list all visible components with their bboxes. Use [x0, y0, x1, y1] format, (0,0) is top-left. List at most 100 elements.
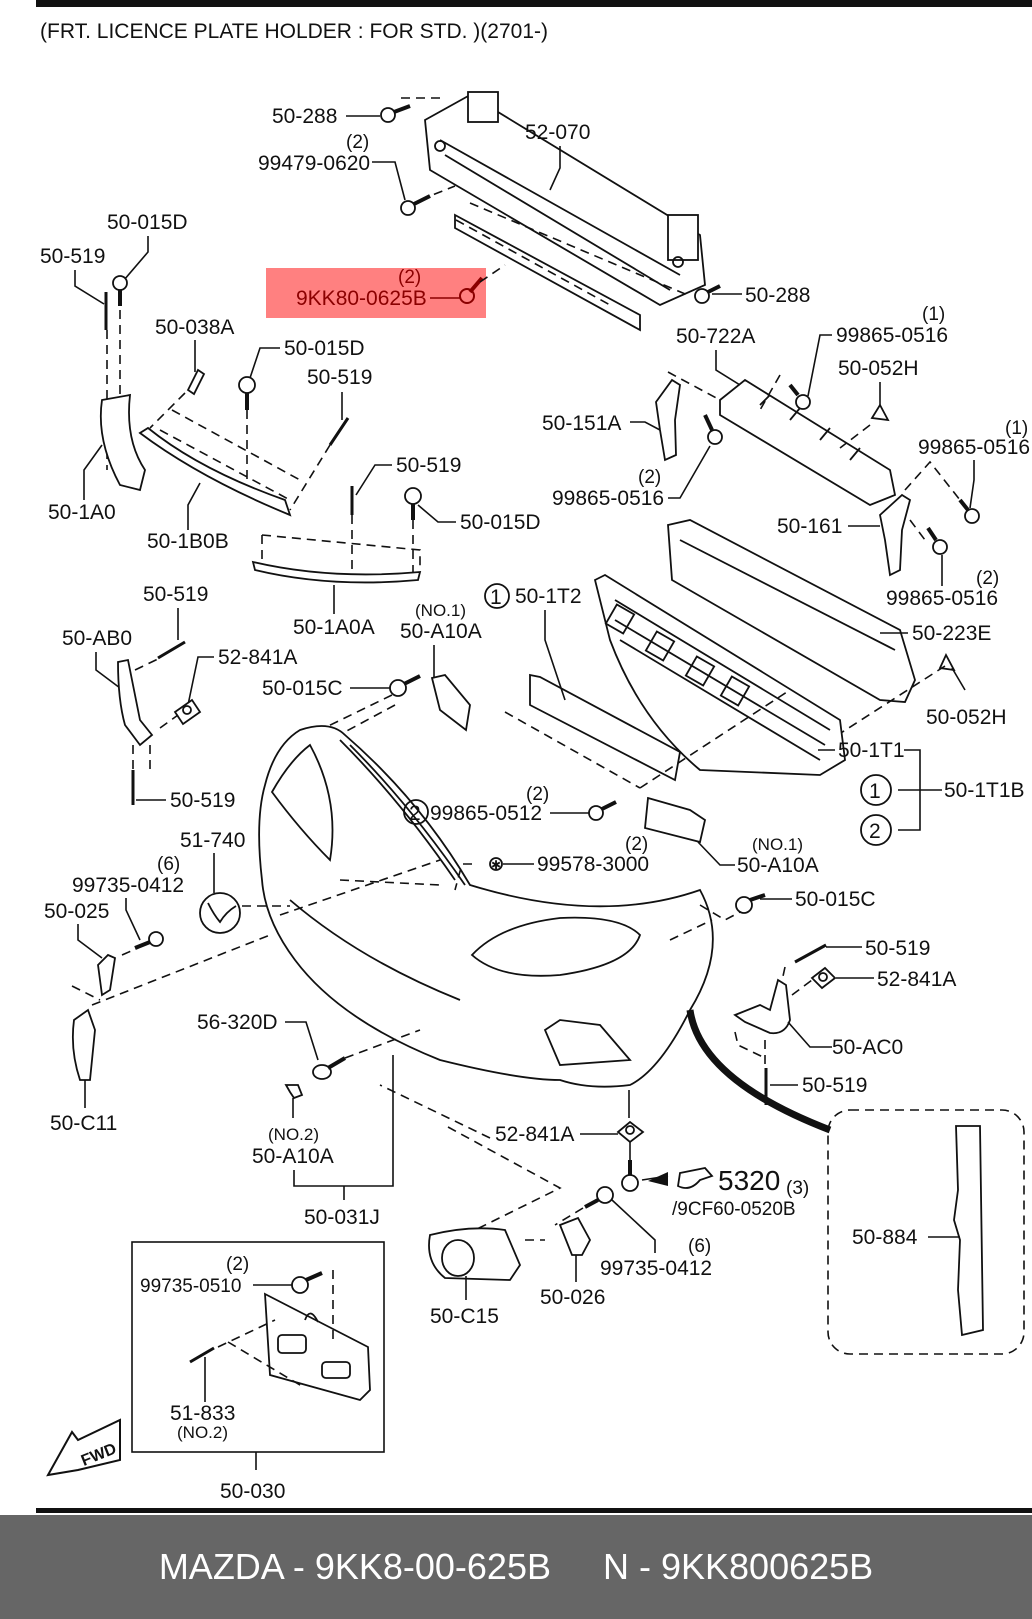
part-label-50-038A[interactable]: 50-038A: [155, 316, 234, 339]
part-label-50-288[interactable]: 50-288: [745, 284, 810, 307]
ref-circle-2: [403, 799, 429, 825]
part-label-50-884[interactable]: 50-884: [852, 1226, 918, 1249]
part-label-51-833[interactable]: 51-833: [170, 1402, 235, 1425]
part-label-52-070[interactable]: 52-070: [525, 121, 590, 144]
part-label-99865-0516[interactable]: 99865-0516: [886, 587, 998, 610]
bolt-icon: [238, 376, 256, 410]
clip-icon: ✱: [489, 857, 503, 872]
bolt-icon: [958, 498, 980, 524]
part-label-99865-0512[interactable]: 99865-0512: [430, 802, 542, 825]
licence-plate-holder-part[interactable]: [264, 1292, 371, 1402]
part-label-50-030[interactable]: 50-030: [220, 1480, 285, 1503]
part-label-52-841A[interactable]: 52-841A: [218, 646, 297, 669]
side-marker-part[interactable]: [71, 1008, 96, 1081]
part-label-50-AC0[interactable]: 50-AC0: [832, 1036, 903, 1059]
part-label-52-841A[interactable]: 52-841A: [495, 1123, 574, 1146]
part-label-50-015C[interactable]: 50-015C: [262, 677, 343, 700]
part-label-50-AB0[interactable]: 50-AB0: [62, 627, 132, 650]
part-label-50-1A0[interactable]: 50-1A0: [48, 501, 116, 524]
highlight-qty[interactable]: (2): [398, 267, 421, 288]
part-label-50-015D[interactable]: 50-015D: [284, 337, 365, 360]
part-label-56-320D[interactable]: 56-320D: [197, 1011, 278, 1034]
arrow-icon: [648, 1172, 668, 1186]
part-label-50-519[interactable]: 50-519: [170, 789, 235, 812]
part-label-50-519[interactable]: 50-519: [143, 583, 208, 606]
part-label-50-031J[interactable]: 50-031J: [304, 1206, 380, 1229]
part-label-50-1B0B[interactable]: 50-1B0B: [147, 530, 229, 553]
qty-label: (2): [226, 1254, 249, 1275]
bumper-side-bracket-part[interactable]: [117, 658, 154, 747]
bolt-icon: [134, 931, 164, 950]
fog-cover-part[interactable]: [430, 673, 471, 732]
part-label-99735-0510[interactable]: 99735-0510: [140, 1276, 241, 1297]
part-label-99578-3000[interactable]: 99578-3000: [537, 853, 649, 876]
highlighted-bolt-icon[interactable]: [459, 276, 484, 304]
part-label-50-015D[interactable]: 50-015D: [107, 211, 188, 234]
bumper-side-bracket-part[interactable]: [733, 978, 791, 1035]
part-label-50-1A0A[interactable]: 50-1A0A: [293, 616, 375, 639]
part-label-9CF60-0520B[interactable]: /9CF60-0520B: [672, 1199, 796, 1220]
part-label-52-841A[interactable]: 52-841A: [877, 968, 956, 991]
bumper-cover-part[interactable]: [258, 725, 714, 1088]
part-label-50-151A[interactable]: 50-151A: [542, 412, 621, 435]
qty-label: (2): [625, 834, 648, 855]
part-label-99865-0516[interactable]: 99865-0516: [552, 487, 664, 510]
part-label-50-519[interactable]: 50-519: [307, 366, 372, 389]
part-label-5320[interactable]: 5320: [718, 1165, 780, 1196]
part-label-50-288[interactable]: 50-288: [272, 105, 337, 128]
part-label-99735-0412[interactable]: 99735-0412: [600, 1257, 712, 1280]
part-label-50-722A[interactable]: 50-722A: [676, 325, 755, 348]
part-label-50-026[interactable]: 50-026: [540, 1286, 605, 1309]
foam-part[interactable]: [953, 1125, 984, 1337]
part-label-50-519[interactable]: 50-519: [40, 245, 105, 268]
part-label-99479-0620[interactable]: 99479-0620: [258, 152, 370, 175]
part-label-51-740[interactable]: 51-740: [180, 829, 245, 852]
bumper-bracket-part[interactable]: [719, 378, 897, 507]
part-label-50-052H[interactable]: 50-052H: [838, 357, 919, 380]
fog-cover-part[interactable]: [644, 796, 707, 844]
part-label-50-1T1[interactable]: 50-1T1: [838, 739, 905, 762]
part-label-50-052H[interactable]: 50-052H: [926, 706, 1007, 729]
side-bracket-part[interactable]: [879, 493, 912, 577]
clip-icon: [284, 1084, 304, 1100]
part-label-50-519[interactable]: 50-519: [865, 937, 930, 960]
lower-air-guide-part[interactable]: [251, 560, 422, 584]
part-label-50-A10A[interactable]: 50-A10A: [252, 1145, 334, 1168]
part-label-50-C15[interactable]: 50-C15: [430, 1305, 499, 1328]
part-label-50-223E[interactable]: 50-223E: [912, 622, 991, 645]
normalized-part-number: N - 9KK800625B: [602, 1546, 874, 1587]
part-label-99735-0412[interactable]: 99735-0412: [72, 874, 184, 897]
qty-label: (1): [922, 304, 945, 325]
fender-bracket-part[interactable]: [99, 393, 146, 492]
part-label-99865-0516[interactable]: 99865-0516: [836, 324, 948, 347]
grille-part[interactable]: [593, 573, 846, 776]
part-label-50-C11[interactable]: 50-C11: [50, 1112, 117, 1135]
part-label-50-025[interactable]: 50-025: [44, 900, 109, 923]
highlight-box[interactable]: [266, 268, 486, 318]
part-label-50-015C[interactable]: 50-015C: [795, 888, 876, 911]
part-label-50-519[interactable]: 50-519: [802, 1074, 867, 1097]
highlight-part-label[interactable]: 9KK80-0625B: [296, 287, 427, 310]
bolt-icon: [400, 194, 431, 216]
part-label-50-015D[interactable]: 50-015D: [460, 511, 541, 534]
bumper-reinforcement-part[interactable]: [424, 91, 706, 332]
fog-bezel-part[interactable]: [428, 1227, 522, 1281]
tow-hook-cap-icon: [312, 1056, 347, 1080]
grille-molding-part[interactable]: [529, 673, 682, 782]
part-label-50-161[interactable]: 50-161: [777, 515, 842, 538]
part-label-99865-0516[interactable]: 99865-0516: [918, 436, 1030, 459]
side-bracket-part[interactable]: [655, 378, 681, 462]
fog-bracket-part[interactable]: [558, 1216, 592, 1256]
qty-label: (2): [638, 467, 661, 488]
part-label-50-A10A[interactable]: 50-A10A: [737, 854, 819, 877]
bracket-part[interactable]: [97, 953, 116, 997]
part-label-50-519[interactable]: 50-519: [396, 454, 461, 477]
bolt-icon: [291, 1271, 323, 1294]
part-label-50-A10A[interactable]: 50-A10A: [400, 620, 482, 643]
air-guide-part[interactable]: [138, 426, 292, 517]
part-label-50-1T2[interactable]: 50-1T2: [515, 585, 582, 608]
mazda-emblem-icon[interactable]: [199, 892, 241, 934]
part-label-50-1T1B[interactable]: 50-1T1B: [944, 779, 1025, 802]
bolt-icon: [389, 674, 421, 697]
ref-circle-1: [484, 583, 510, 609]
